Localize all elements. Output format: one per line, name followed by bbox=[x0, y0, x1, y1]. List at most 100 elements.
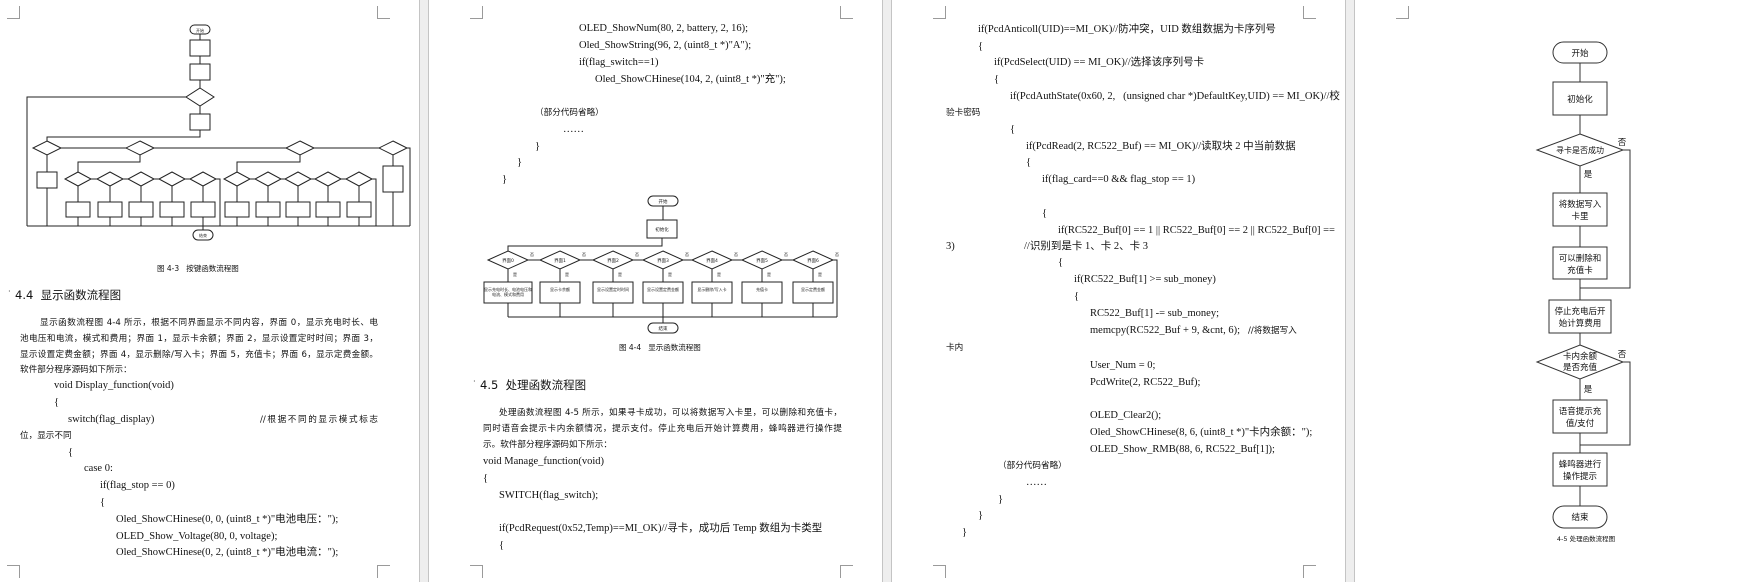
code-line: } bbox=[998, 494, 1004, 505]
code-line: OLED_Show_RMB(88, 6, RC522_Buf[1]); bbox=[1090, 444, 1275, 455]
flow-write-card-label: 将数据写入 bbox=[1559, 199, 1602, 210]
flow-balance-label: 卡内余额 bbox=[1563, 351, 1598, 362]
flow-action-label: 显示设置定费金额 bbox=[647, 287, 679, 292]
flow-action-label: 显示设置定时时间 bbox=[597, 287, 629, 292]
flow-yes-label: 是 bbox=[1584, 385, 1593, 395]
page-gap bbox=[1345, 0, 1355, 582]
code-line: if(flag_switch==1) bbox=[579, 57, 659, 68]
code-line: Oled_ShowCHinese(104, 2, (uint8_t *)"充")… bbox=[595, 74, 786, 85]
code-line: void Display_function(void) bbox=[54, 380, 174, 391]
flow-start-label: 开始 bbox=[196, 27, 204, 33]
figure-caption: 图 4-4 显示函数流程图 bbox=[619, 343, 701, 352]
flow-no-label: 否 bbox=[835, 252, 839, 257]
flow-action-label: 显示删除/写入卡 bbox=[697, 287, 727, 292]
code-line: { bbox=[1042, 208, 1048, 219]
code-line: Oled_ShowString(96, 2, (uint8_t *)"A"); bbox=[579, 40, 752, 51]
flow-delete-recharge-label: 可以删除和 bbox=[1559, 253, 1602, 264]
code-line: if(RC522_Buf[0] == 1 || RC522_Buf[0] == … bbox=[1058, 225, 1335, 236]
flow-action-label: 显示定费金额 bbox=[801, 287, 825, 292]
flow-no-label: 否 bbox=[1618, 350, 1627, 360]
code-line: { bbox=[68, 447, 74, 458]
body-text-line: （部分代码省略） bbox=[535, 108, 604, 118]
flow-screen-label: 界面4 bbox=[706, 258, 718, 264]
code-line: if(PcdRequest(0x52,Temp)==MI_OK)//寻卡，成功后… bbox=[499, 523, 823, 534]
flow-no-label: 否 bbox=[582, 252, 586, 257]
flow-no-label: 否 bbox=[685, 252, 689, 257]
flow-write-card-label: 卡里 bbox=[1571, 211, 1589, 222]
code-line: 3) bbox=[946, 241, 955, 252]
code-line: } bbox=[535, 141, 541, 152]
code-line: switch(flag_display) bbox=[68, 414, 155, 425]
flow-no-label: 否 bbox=[635, 252, 639, 257]
code-line: { bbox=[499, 540, 505, 551]
code-line: { bbox=[1026, 157, 1032, 168]
code-line: Oled_ShowCHinese(0, 0, (uint8_t *)"电池电压：… bbox=[116, 514, 339, 525]
code-line: if(flag_stop == 0) bbox=[100, 480, 175, 491]
figure-caption: 图 4-3 按键函数流程图 bbox=[157, 264, 239, 273]
code-line: …… bbox=[1026, 477, 1047, 488]
flow-action-label: 显示充电时长、电池电压和电流、模式和费用 bbox=[484, 287, 532, 297]
code-line: RC522_Buf[1] -= sub_money; bbox=[1090, 308, 1219, 319]
flow-start-label: 开始 bbox=[1571, 48, 1589, 59]
code-line: { bbox=[54, 397, 60, 408]
flow-screen-label: 界面5 bbox=[756, 258, 768, 264]
margin-corner-mark bbox=[377, 565, 390, 578]
flow-screen-label: 界面3 bbox=[657, 258, 669, 264]
flow-no-label: 否 bbox=[530, 252, 534, 257]
code-line: if(PcdAuthState(0x60, 2, (unsigned char … bbox=[1010, 91, 1340, 102]
code-line: if(PcdRead(2, RC522_Buf) == MI_OK)//读取块 … bbox=[1026, 141, 1296, 152]
margin-corner-mark bbox=[1303, 565, 1316, 578]
code-line: } bbox=[502, 174, 508, 185]
code-line: { bbox=[483, 473, 489, 484]
flow-start-label: 开始 bbox=[659, 198, 668, 205]
flow-yes-label: 是 bbox=[767, 271, 771, 277]
code-line: OLED_Show_Voltage(80, 0, voltage); bbox=[116, 531, 278, 542]
flow-yes-label: 是 bbox=[1584, 170, 1593, 180]
flow-find-card-label: 寻卡是否成功 bbox=[1556, 145, 1604, 155]
body-text-line: 同时语音会提示卡内余额情况，提示支付。停止充电后开始计算费用，蜂鸣器进行操作提 bbox=[483, 424, 842, 434]
code-line: SWITCH(flag_switch); bbox=[499, 490, 599, 501]
margin-corner-mark bbox=[933, 6, 946, 19]
code-line: { bbox=[978, 41, 984, 52]
flow-action-label: 充值卡 bbox=[756, 287, 768, 292]
code-line: } bbox=[962, 527, 968, 538]
code-line: { bbox=[100, 497, 106, 508]
code-line: if(flag_card==0 && flag_stop == 1) bbox=[1042, 174, 1196, 185]
flow-stop-charge-label: 停止充电后开 bbox=[1554, 306, 1606, 317]
body-text-line: 示。软件部分程序源码如下所示： bbox=[483, 440, 612, 450]
flow-no-label: 否 bbox=[784, 252, 788, 257]
code-line: } bbox=[517, 157, 523, 168]
margin-corner-mark bbox=[840, 6, 853, 19]
flow-no-label: 否 bbox=[1618, 138, 1627, 148]
margin-corner-mark bbox=[470, 6, 483, 19]
flow-voice-label: 语音提示充 bbox=[1559, 406, 1602, 417]
code-line: { bbox=[1010, 124, 1016, 135]
flow-stop-charge-label: 始计算费用 bbox=[1559, 318, 1602, 329]
flow-screen-label: 界面0 bbox=[502, 258, 514, 264]
flow-end-node bbox=[1552, 505, 1608, 529]
flow-init-label: 初始化 bbox=[655, 226, 669, 233]
margin-corner-mark bbox=[1303, 6, 1316, 19]
code-line: { bbox=[1074, 291, 1080, 302]
figure-caption: 4-5 处理函数流程图 bbox=[1557, 534, 1615, 543]
code-line: //识别到是卡 1、卡 2、卡 3 bbox=[1024, 241, 1148, 252]
flow-action-label: 显示卡余额 bbox=[550, 287, 570, 292]
body-text-line: //根据不同的显示模式标志 bbox=[260, 415, 378, 425]
document-page-4 bbox=[1355, 0, 1740, 582]
flow-voice-label: 值/支付 bbox=[1566, 418, 1595, 429]
body-text-line: 显示函数流程图 4-4 所示，根据不同界面显示不同内容，界面 0，显示充电时长、… bbox=[40, 318, 378, 328]
flow-end-label: 结束 bbox=[199, 232, 207, 238]
body-text-line: 处理函数流程图 4-5 所示，如果寻卡成功，可以将数据写入卡里，可以删除和充值卡… bbox=[499, 408, 842, 418]
code-line: { bbox=[1058, 257, 1064, 268]
flow-yes-label: 是 bbox=[565, 271, 569, 277]
margin-corner-mark bbox=[470, 565, 483, 578]
body-text-line: 卡内 bbox=[946, 343, 964, 353]
flow-yes-label: 是 bbox=[717, 271, 721, 277]
code-line: …… bbox=[563, 124, 584, 135]
flow-end-label: 结束 bbox=[1571, 512, 1589, 523]
body-text-line: 验卡密码 bbox=[946, 108, 981, 118]
section-heading: 4.5 处理函数流程图 bbox=[480, 378, 587, 392]
flow-buzzer-label: 蜂鸣器进行 bbox=[1559, 459, 1602, 470]
